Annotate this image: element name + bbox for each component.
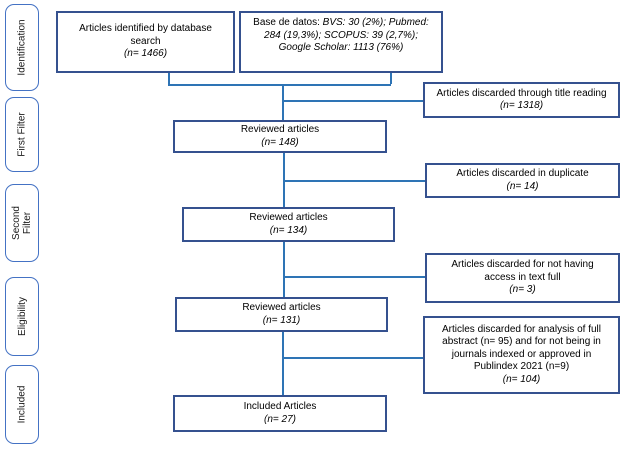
box-count: (n= 134): [269, 224, 308, 236]
stage-first-filter: First Filter: [5, 97, 39, 172]
box-count: (n= 148): [261, 136, 299, 148]
connector-branch-abstract: [282, 357, 423, 359]
connector-branch-duplicate: [283, 180, 425, 182]
box-count: (n= 1466): [123, 48, 168, 60]
connector-trunk-1: [282, 84, 284, 120]
box-discard-duplicate: Articles discarded in duplicate (n= 14): [425, 163, 620, 198]
connector-identified-down: [168, 73, 170, 84]
box-reviewed-148: Reviewed articles (n= 148): [173, 120, 387, 153]
connector-trunk-4: [282, 330, 284, 395]
stage-second-filter: Second Filter: [5, 184, 39, 262]
box-text: Articles discarded in duplicate: [456, 168, 589, 179]
box-count: (n= 131): [262, 314, 301, 326]
connector-trunk-2: [283, 151, 285, 207]
box-count: (n= 104): [502, 373, 541, 385]
stage-label: Eligibility: [16, 297, 28, 336]
box-count: (n= 3): [509, 284, 536, 296]
stage-label: Identification: [16, 19, 28, 76]
stage-included: Included: [5, 365, 39, 444]
stage-label: First Filter: [16, 112, 28, 157]
box-text: Reviewed articles: [240, 124, 320, 135]
connector-branch-title-reading: [282, 100, 423, 102]
box-discard-access: Articles discarded for not having access…: [425, 253, 620, 303]
box-text: Base de datos: BVS: 30 (2%); Pubmed: 284…: [247, 17, 435, 55]
stage-label: Included: [16, 385, 28, 424]
connector-merge-horizontal: [168, 84, 391, 86]
box-articles-identified: Articles identified by database search (…: [56, 11, 235, 73]
box-text: Reviewed articles: [242, 302, 321, 313]
box-text: Articles discarded through title reading: [436, 87, 607, 99]
box-text: Reviewed articles: [249, 212, 328, 223]
box-reviewed-131: Reviewed articles (n= 131): [175, 297, 388, 332]
box-databases: Base de datos: BVS: 30 (2%); Pubmed: 284…: [239, 11, 443, 73]
box-text: Included Articles: [243, 401, 317, 412]
box-reviewed-134: Reviewed articles (n= 134): [182, 207, 395, 242]
box-count: (n= 1318): [499, 100, 544, 111]
connector-trunk-3: [283, 240, 285, 297]
stage-label: Second Filter: [11, 206, 34, 240]
databases-prefix: Base de datos:: [253, 17, 323, 28]
box-included-articles: Included Articles (n= 27): [173, 395, 387, 432]
stage-eligibility: Eligibility: [5, 277, 39, 356]
box-count: (n= 27): [264, 413, 296, 425]
connector-databases-down: [390, 73, 392, 84]
box-discard-abstract: Articles discarded for analysis of full …: [423, 316, 620, 394]
box-text: Articles identified by database search: [79, 23, 212, 47]
box-count: (n= 14): [506, 180, 539, 192]
databases-detail: BVS: 30 (2%); Pubmed: 284 (19,3%); SCOPU…: [264, 17, 429, 53]
connector-branch-access: [283, 276, 425, 278]
box-text: Articles discarded for not having access…: [451, 259, 594, 283]
stage-identification: Identification: [5, 4, 39, 91]
box-discard-title-reading: Articles discarded through title reading…: [423, 82, 620, 118]
box-text: Articles discarded for analysis of full …: [442, 323, 601, 373]
